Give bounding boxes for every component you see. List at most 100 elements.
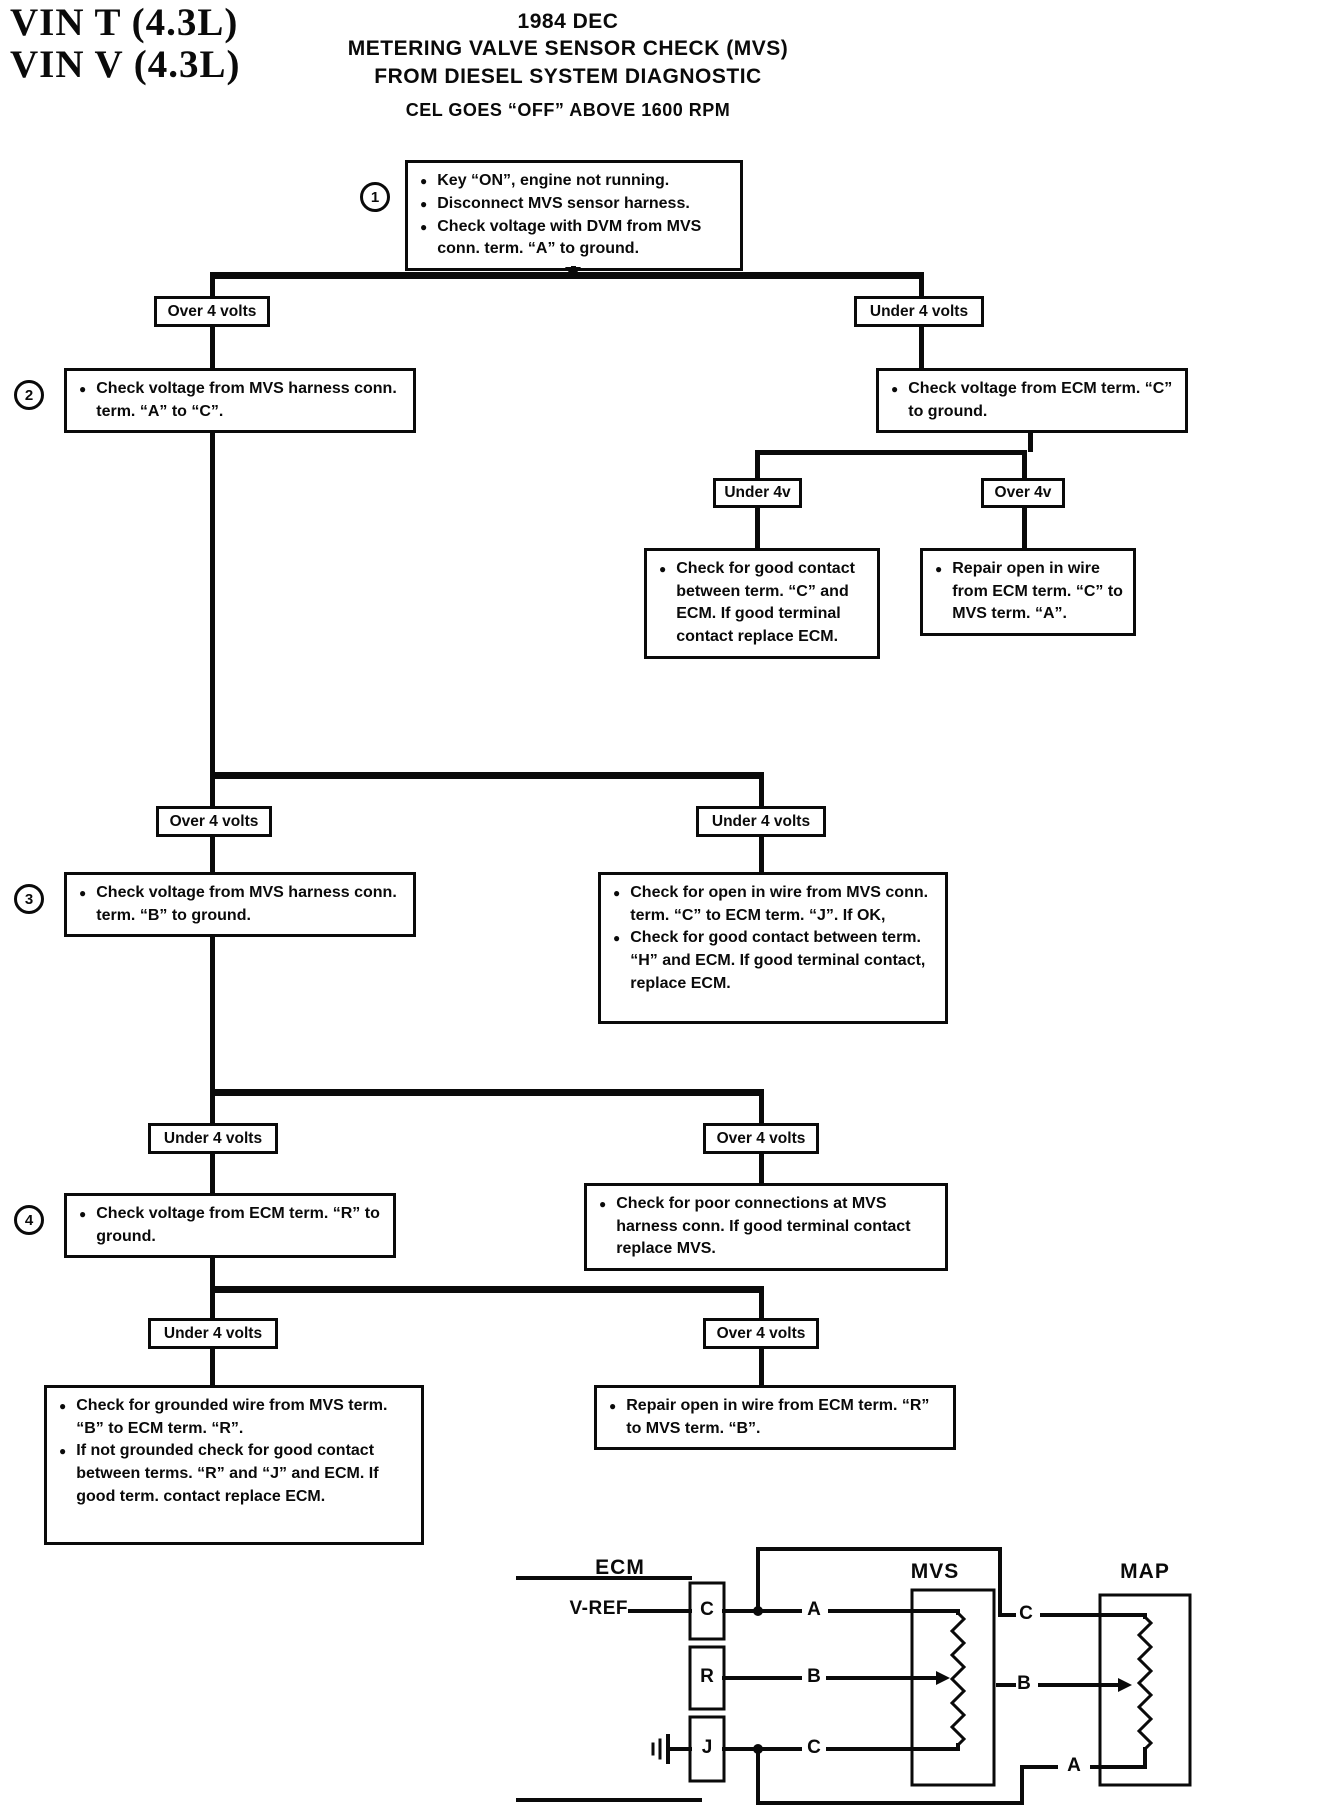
flow-text: If not grounded check for good contact b… xyxy=(76,1442,379,1505)
ground-icon xyxy=(651,1734,692,1764)
flow-text: Check voltage from ECM term. “R” to grou… xyxy=(96,1205,380,1245)
connector xyxy=(755,508,760,548)
branch-label-over4volts: Over 4 volts xyxy=(703,1318,819,1349)
step-circle-3: 3 xyxy=(14,884,44,914)
circuit-schematic xyxy=(516,1547,1192,1805)
branch-label-under4volts: Under 4 volts xyxy=(148,1123,278,1154)
flow-text: Check voltage from ECM term. “C” to grou… xyxy=(908,380,1173,420)
connector xyxy=(210,1293,215,1318)
mvs-terminal-c: C xyxy=(807,1737,821,1758)
title-line-1: 1984 DEC xyxy=(517,10,619,33)
flow-text: Repair open in wire from ECM term. “R” t… xyxy=(626,1397,930,1437)
connector xyxy=(210,279,215,296)
flow-box-ecm-term-c: Check voltage from ECM term. “C” to grou… xyxy=(876,368,1188,434)
branch-label-over4volts: Over 4 volts xyxy=(156,806,272,837)
flow-text: Check for good contact between term. “C”… xyxy=(676,560,855,646)
connector xyxy=(1022,455,1027,478)
vin-codes: VIN T (4.3L) VIN V (4.3L) xyxy=(10,1,241,87)
connector xyxy=(210,1349,215,1385)
branch-label-under4volts: Under 4 volts xyxy=(854,296,984,327)
branch-label-under4volts: Under 4 volts xyxy=(148,1318,278,1349)
connector xyxy=(755,450,1027,455)
flow-text: Check for poor connections at MVS harnes… xyxy=(616,1195,911,1258)
page-title: 1984 DEC METERING VALVE SENSOR CHECK (MV… xyxy=(268,8,868,90)
connector xyxy=(759,779,764,806)
branch-label-under4volts: Under 4 volts xyxy=(696,806,826,837)
connector xyxy=(210,934,215,1091)
map-terminal-b: B xyxy=(1017,1673,1031,1694)
vref-label: V-REF xyxy=(569,1598,628,1619)
connector xyxy=(210,430,215,774)
flow-box-step3: Check voltage from MVS harness conn. ter… xyxy=(64,872,416,938)
ecm-terminal-c: C xyxy=(700,1599,714,1620)
step-circle-2: 2 xyxy=(14,380,44,410)
connector xyxy=(210,779,215,806)
map-label: MAP xyxy=(1120,1560,1170,1583)
branch-label-over4volts: Over 4 volts xyxy=(154,296,270,327)
flow-box-step1: Key “ON”, engine not running. Disconnect… xyxy=(405,160,743,272)
connector xyxy=(919,279,924,296)
connector xyxy=(210,837,215,872)
flow-box-grounded-wire: Check for grounded wire from MVS term. “… xyxy=(44,1385,424,1545)
flow-text: Check voltage with DVM from MVS conn. te… xyxy=(437,217,702,258)
step-circle-4: 4 xyxy=(14,1205,44,1235)
flow-text: Check voltage from MVS harness conn. ter… xyxy=(96,380,397,420)
mvs-resistor xyxy=(949,1610,967,1748)
mvs-label: MVS xyxy=(910,1560,960,1583)
flow-text: Repair open in wire from ECM term. “C” t… xyxy=(952,560,1123,623)
connector xyxy=(759,1349,764,1385)
flow-box-step4: Check voltage from ECM term. “R” to grou… xyxy=(64,1193,396,1259)
flow-text: Key “ON”, engine not running. xyxy=(437,172,670,189)
connector xyxy=(210,772,764,779)
flow-box-repair-r-b: Repair open in wire from ECM term. “R” t… xyxy=(594,1385,956,1451)
flow-box-repair-c-a: Repair open in wire from ECM term. “C” t… xyxy=(920,548,1136,637)
mvs-terminal-b: B xyxy=(807,1666,821,1687)
flow-text: Disconnect MVS sensor harness. xyxy=(437,194,690,212)
page-subtitle: CEL GOES “OFF” ABOVE 1600 RPM xyxy=(405,100,731,120)
vin-line-2: VIN V (4.3L) xyxy=(10,43,241,87)
connector xyxy=(919,327,924,368)
connector xyxy=(1028,430,1033,452)
map-sensor-box xyxy=(1098,1593,1192,1787)
flow-text: Check for open in wire from MVS conn. te… xyxy=(630,884,929,924)
connector xyxy=(210,272,924,279)
wiper-arrow-mvs xyxy=(936,1671,950,1685)
ecm-rails xyxy=(516,1576,702,1802)
connector xyxy=(210,1089,764,1096)
connector xyxy=(210,1096,215,1123)
connector xyxy=(210,1255,215,1288)
connector xyxy=(755,455,760,478)
mvs-terminal-a: A xyxy=(807,1599,821,1620)
connector xyxy=(210,1286,764,1293)
wiper-arrow-map xyxy=(1118,1678,1132,1692)
flow-box-open-wire-c-j: Check for open in wire from MVS conn. te… xyxy=(598,872,948,1024)
connector xyxy=(210,1154,215,1193)
map-terminal-c: C xyxy=(1019,1603,1033,1624)
branch-label-under4v: Under 4v xyxy=(713,478,802,508)
branch-label-over4volts: Over 4 volts xyxy=(703,1123,819,1154)
connector xyxy=(1022,508,1027,548)
flow-text: Check voltage from MVS harness conn. ter… xyxy=(96,884,397,924)
title-line-3: FROM DIESEL SYSTEM DIAGNOSTIC xyxy=(374,64,762,88)
connector xyxy=(759,837,764,872)
flow-box-good-contact-c: Check for good contact between term. “C”… xyxy=(644,548,880,659)
connector xyxy=(759,1154,764,1183)
connector xyxy=(210,327,215,368)
connector xyxy=(759,1293,764,1318)
step-circle-1: 1 xyxy=(360,182,390,212)
flow-text: Check for good contact between term. “H”… xyxy=(630,929,926,992)
title-line-2: METERING VALVE SENSOR CHECK (MVS) xyxy=(347,37,789,61)
branch-label-over4v: Over 4v xyxy=(981,478,1065,508)
connector xyxy=(759,1096,764,1123)
ecm-connector xyxy=(688,1581,726,1783)
wire-bottom-loop xyxy=(756,1747,1147,1805)
flow-text: Check for grounded wire from MVS term. “… xyxy=(76,1397,388,1437)
ecm-terminal-r: R xyxy=(700,1666,714,1687)
vin-line-1: VIN T (4.3L) xyxy=(10,1,239,44)
wire-top-loop xyxy=(756,1547,1147,1617)
map-terminal-a: A xyxy=(1067,1755,1081,1776)
flow-box-poor-connections: Check for poor connections at MVS harnes… xyxy=(584,1183,948,1272)
map-resistor xyxy=(1136,1614,1154,1752)
ecm-terminal-j: J xyxy=(701,1737,713,1758)
